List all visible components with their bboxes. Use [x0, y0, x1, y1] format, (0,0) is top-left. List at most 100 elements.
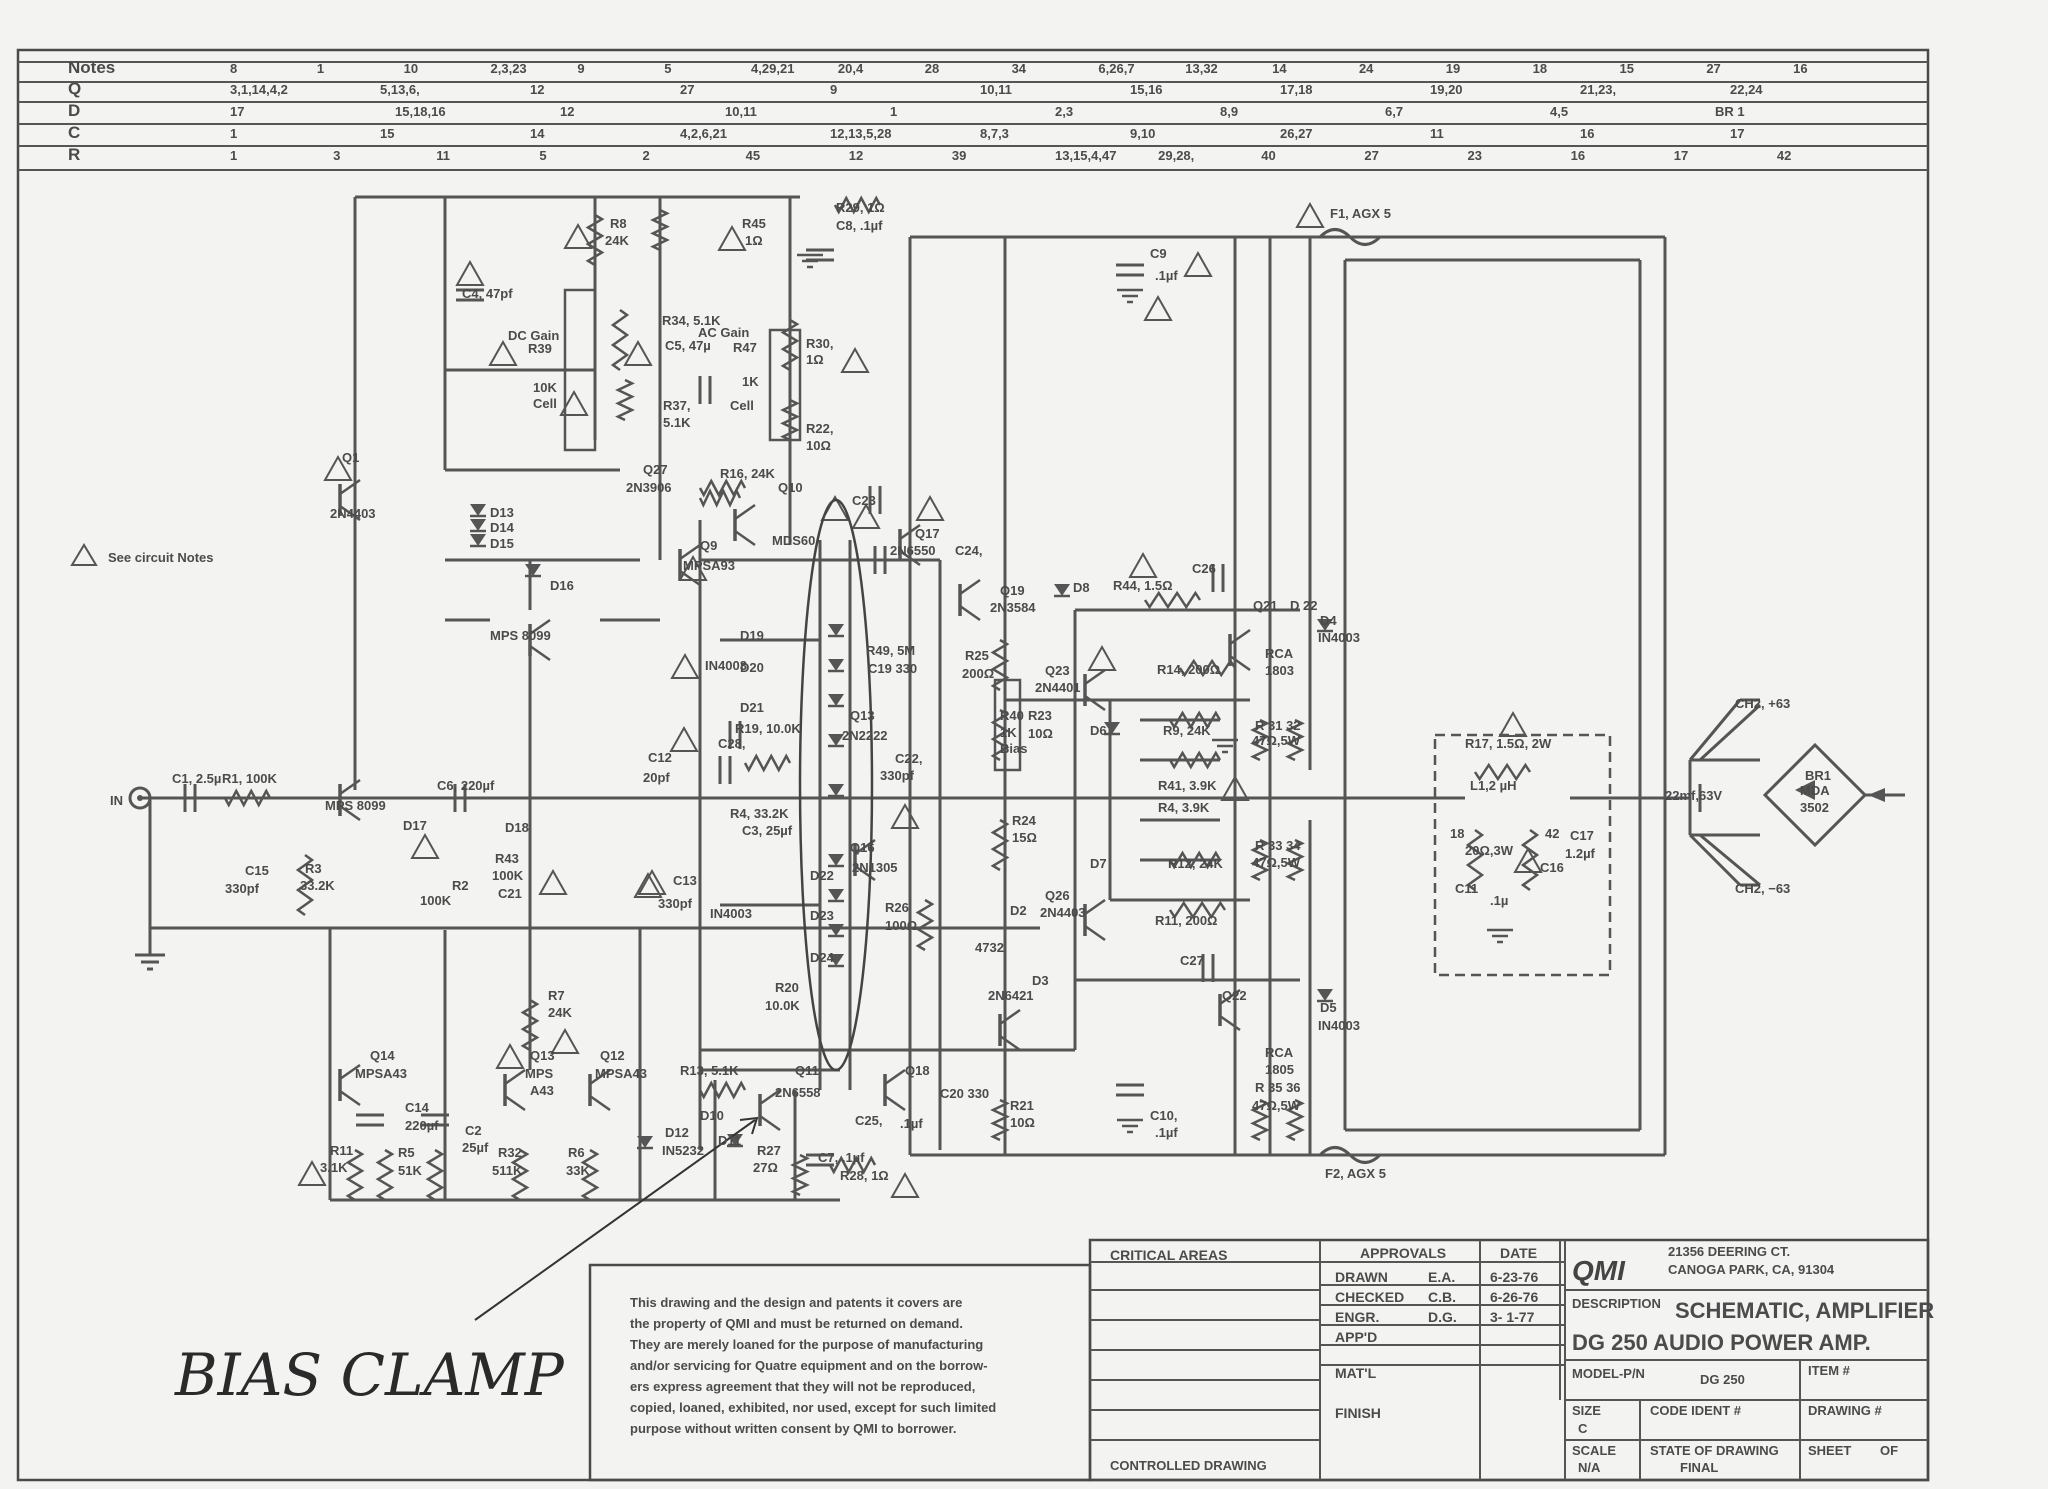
controlled-drawing-label: CONTROLLED DRAWING: [1110, 1458, 1267, 1473]
diode: [637, 1136, 653, 1148]
notes-cell: 4,29,21: [751, 61, 794, 76]
notes-cell: 4,2,6,21: [680, 126, 727, 141]
component-label-d6: D6: [1090, 723, 1107, 738]
notes-cell: 42: [1777, 148, 1791, 163]
drawing-title-2: DG 250 AUDIO POWER AMP.: [1572, 1330, 1871, 1355]
appd-label: APP'D: [1335, 1329, 1377, 1345]
notes-cell: 39: [952, 148, 966, 163]
notes-cell: 3,1,14,4,2: [230, 82, 288, 97]
component-label-q20: 2N6421: [988, 988, 1034, 1003]
diode: [1054, 584, 1070, 596]
transistor: [339, 478, 361, 496]
component-label-q10t: MDS60: [772, 533, 815, 548]
component-label-r3: R3: [305, 861, 322, 876]
notes-cell: 23: [1468, 148, 1482, 163]
component-label-q12t: MPSA43: [595, 1066, 647, 1081]
bias-diode-loop: [798, 498, 874, 1072]
component-label-r49: R49, 5M: [866, 643, 915, 658]
model-label: MODEL-P/N: [1572, 1366, 1645, 1381]
diode: [828, 734, 844, 746]
component-label-c13: C13: [673, 873, 697, 888]
resistor: [1473, 762, 1532, 782]
transistor: [959, 604, 981, 622]
note-triangle: [563, 222, 593, 249]
engr-date: 3- 1-77: [1490, 1309, 1535, 1325]
item-label: ITEM #: [1808, 1363, 1851, 1378]
bridge-rectifier: [1688, 703, 1905, 887]
resistor: [585, 213, 605, 267]
component-label-r24: R24: [1012, 813, 1037, 828]
company-address-2: CANOGA PARK, CA, 91304: [1668, 1262, 1835, 1277]
resistor: [780, 398, 800, 442]
component-label-r11: R11, 200Ω: [1155, 913, 1217, 928]
resistor: [1520, 828, 1540, 892]
component-label-q19: Q19: [1000, 583, 1025, 598]
state-label: STATE OF DRAWING: [1650, 1443, 1779, 1458]
component-label-r40v: 1K: [1000, 725, 1017, 740]
notes-cell: 15: [1619, 61, 1633, 76]
notes-cell: 17,18: [1280, 82, 1313, 97]
transistor: [589, 1068, 611, 1086]
transistor: [854, 864, 876, 882]
transistor: [1219, 988, 1241, 1006]
component-label-q13nt: 2N2222: [842, 728, 888, 743]
diode: [828, 889, 844, 901]
resistor: [1143, 590, 1202, 610]
note-triangle: [297, 1159, 327, 1186]
component-label-r35v: 47Ω,5W: [1252, 1098, 1301, 1113]
note-triangle: [410, 832, 440, 859]
component-label-c25v: .1µf: [900, 1116, 923, 1131]
component-label-c16: C16: [1540, 860, 1564, 875]
component-label-d23: D23: [810, 908, 834, 923]
transistor: [1084, 898, 1106, 916]
notes-row-label: Q: [68, 79, 81, 98]
component-label-r4: R4, 33.2K: [730, 806, 789, 821]
component-label-rca1: RCA: [1265, 646, 1294, 661]
code-ident-label: CODE IDENT #: [1650, 1403, 1742, 1418]
component-label-c12: C12: [648, 750, 672, 765]
component-label-r29: R29, 1Ω: [836, 200, 885, 215]
component-label-c2v: 25µf: [462, 1140, 489, 1155]
component-label-r19: R19, 10.0K: [735, 721, 801, 736]
component-label-q13x: A43: [530, 1083, 554, 1098]
notes-row-label: C: [68, 123, 80, 142]
component-label-r25v: 200Ω: [962, 666, 994, 681]
bias-clamp-annotation: BIAS CLAMP: [174, 1341, 565, 1409]
component-label-r18v: 20Ω,3W: [1465, 843, 1514, 858]
of-label: OF: [1880, 1443, 1898, 1458]
component-label-q3: MPS 8099: [490, 628, 551, 643]
component-label-d11: D11: [718, 1133, 741, 1148]
component-label-r3v: 33.2K: [300, 878, 335, 893]
component-label-c15v: 330pf: [225, 881, 260, 896]
notes-cell: 8,9: [1220, 104, 1238, 119]
component-label-c26: C26: [1192, 561, 1216, 576]
resistor: [1168, 710, 1222, 730]
resistor: [1285, 718, 1305, 762]
notes-cell: 12,13,5,28: [830, 126, 891, 141]
component-label-d5: D5: [1320, 1000, 1337, 1015]
note-triangle: [890, 1171, 920, 1198]
component-label-r20: R20: [775, 980, 799, 995]
resistor: [1250, 838, 1270, 882]
notes-cell: 19,20: [1430, 82, 1463, 97]
resistor: [1168, 900, 1227, 920]
transistor: [589, 1094, 611, 1112]
diode: [828, 659, 844, 671]
component-label-r34: R34, 5.1K: [662, 313, 721, 328]
component-label-br1: BR1: [1805, 768, 1831, 783]
notes-cell: 6,7: [1385, 104, 1403, 119]
note-triangle: [1220, 774, 1250, 801]
transistor: [1084, 668, 1106, 686]
component-label-r1: R1, 100K: [222, 771, 278, 786]
component-label-c6: C6, 220µf: [437, 778, 495, 793]
diode: [1317, 989, 1333, 1001]
component-label-ch_plus: CH2, +63: [1735, 696, 1790, 711]
note-triangle: [455, 259, 485, 286]
approvals-label: APPROVALS: [1360, 1245, 1446, 1261]
company-logo: QMI: [1572, 1255, 1626, 1286]
component-label-r12: R12, 24K: [1168, 856, 1224, 871]
note-triangle: [1143, 294, 1173, 321]
notes-cell: 4,5: [1550, 104, 1568, 119]
notes-cell: 16: [1793, 61, 1807, 76]
